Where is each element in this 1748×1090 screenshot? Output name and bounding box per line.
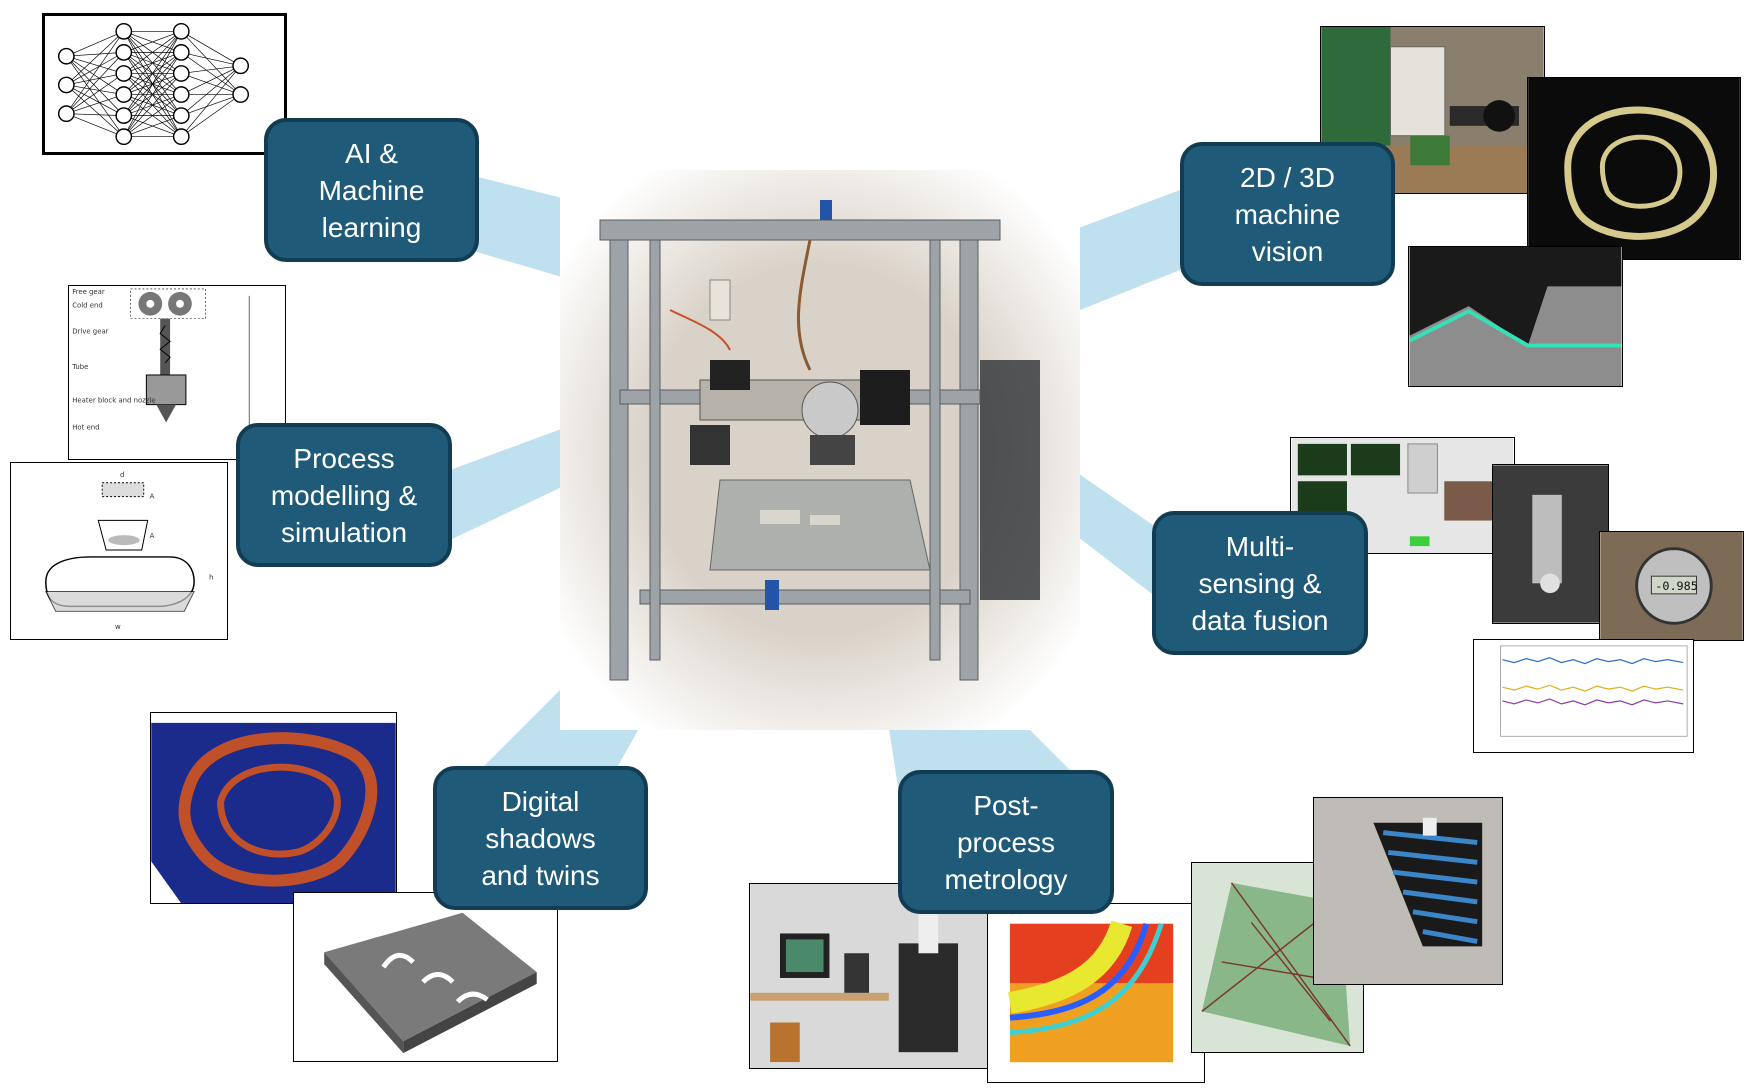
dial-gauge-photo: -0.985 [1599, 531, 1744, 641]
neural-network-image [42, 13, 287, 155]
temperature-plot-image [1473, 639, 1694, 753]
metrology-heatmap-plot [987, 903, 1205, 1083]
nn-edge [66, 52, 124, 57]
label-heater: Heater block and nozzle [72, 397, 155, 405]
nn-edge [181, 52, 241, 67]
layer-slice-render-image [150, 712, 397, 904]
label-a0: A [150, 493, 155, 501]
label-machine-vision: 2D / 3D machine vision [1180, 142, 1395, 286]
nn-edge [181, 65, 241, 95]
nn-node [115, 107, 133, 124]
label-hot-end: Hot end [72, 423, 99, 431]
blue-part-photo [1313, 797, 1503, 985]
label-w: w [115, 623, 121, 631]
nn-edge [181, 31, 241, 95]
nn-node [115, 65, 133, 82]
nn-node [57, 47, 75, 65]
nn-node [115, 22, 133, 40]
nn-edge [181, 65, 241, 116]
label-digital-twins: Digital shadows and twins [433, 766, 648, 910]
nn-node [115, 44, 133, 61]
label-cold-end: Cold end [72, 302, 103, 310]
nn-edge [123, 115, 182, 137]
label-process-modelling: Process modelling & simulation [236, 423, 452, 567]
nn-node [115, 128, 133, 146]
laser-line-image [1408, 246, 1623, 387]
label-ai-machine-learning: AI & Machine learning [264, 118, 479, 262]
nn-edge [66, 56, 125, 137]
nn-edge [66, 52, 125, 114]
nn-edge [181, 65, 241, 74]
label-drive-gear: Drive gear [72, 327, 108, 335]
nn-node [57, 76, 75, 94]
digital-twin-surface-image [293, 892, 558, 1062]
deposition-geometry-image: d A A h w [10, 462, 228, 640]
nn-edge [181, 94, 241, 137]
nn-edge [123, 94, 182, 137]
metrology-lab-photo [749, 883, 992, 1069]
nn-edge [66, 31, 125, 86]
nn-edge [181, 94, 241, 116]
label-h: h [209, 574, 213, 582]
sensor-setup-photo [1492, 464, 1609, 624]
nn-node [57, 105, 75, 123]
nn-edge [181, 73, 241, 95]
nn-edge [66, 52, 124, 86]
nn-node [172, 44, 190, 61]
nn-edge [66, 55, 124, 95]
nn-node [172, 86, 190, 103]
label-post-process-metrology: Post- process metrology [898, 770, 1114, 914]
nn-edge [66, 31, 125, 114]
nn-edge [66, 73, 124, 114]
nn-node [232, 86, 250, 103]
nn-edge [66, 113, 124, 116]
label-d0: d [120, 471, 124, 479]
nn-edge [123, 73, 182, 137]
nn-edge [181, 65, 241, 137]
nn-node [172, 22, 190, 40]
nn-edge [66, 55, 124, 74]
nn-node [232, 57, 250, 75]
nn-edge [123, 31, 182, 53]
nn-edge [123, 52, 182, 137]
nn-edge [181, 31, 241, 67]
nn-node [115, 86, 133, 103]
nn-edge [66, 94, 124, 115]
vision-ring-image [1527, 77, 1741, 260]
label-multi-sensing: Multi- sensing & data fusion [1152, 511, 1368, 655]
label-tube: Tube [71, 363, 88, 371]
nn-edge [66, 84, 124, 116]
nn-edge [123, 31, 182, 116]
nn-edge [123, 31, 182, 74]
nn-edge [66, 84, 124, 95]
nn-edge [66, 113, 124, 137]
nn-edge [123, 31, 182, 137]
label-free-gear: Free gear [72, 288, 105, 296]
gauge-reading: -0.985 [1655, 579, 1698, 593]
nn-edge [123, 31, 182, 95]
nn-edge [66, 31, 124, 57]
printer-photo [560, 170, 1080, 730]
nn-edge [181, 52, 241, 95]
label-a1: A [150, 532, 155, 540]
nn-node [172, 128, 190, 146]
nn-edge [66, 73, 124, 86]
nn-node [172, 107, 190, 124]
nn-node [172, 65, 190, 82]
nn-edge [66, 84, 125, 137]
nn-edge [66, 55, 125, 116]
